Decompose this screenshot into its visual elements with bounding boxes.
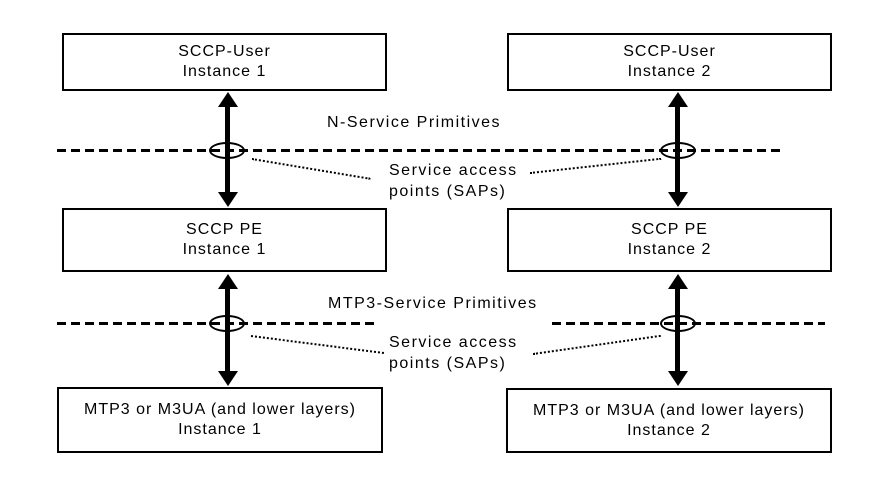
service-access-points-line2: points (SAPs)	[389, 355, 507, 372]
box-mtp3-instance-1: MTP3 or M3UA (and lower layers) Instance…	[57, 387, 383, 453]
box-instance: Instance 1	[182, 241, 267, 258]
box-title: SCCP PE	[631, 221, 708, 238]
service-access-points-line1: Service access	[389, 334, 518, 351]
box-instance: Instance 1	[178, 421, 262, 438]
arrowhead-up-icon	[668, 274, 688, 289]
arrowhead-up-icon	[218, 92, 238, 107]
n-service-primitives-label: N-Service Primitives	[327, 114, 502, 131]
box-sccp-user-instance-1: SCCP-User Instance 1	[62, 33, 387, 91]
arrowhead-down-icon	[668, 192, 688, 207]
box-sccp-pe-instance-2: SCCP PE Instance 2	[507, 208, 832, 272]
arrowhead-up-icon	[218, 274, 238, 289]
box-title: MTP3 or M3UA (and lower layers)	[84, 401, 356, 418]
arrowhead-down-icon	[218, 371, 238, 386]
box-title: SCCP PE	[186, 221, 263, 238]
sap-leader-line-lower-right	[532, 334, 661, 355]
sap-ellipse-upper-right	[660, 142, 696, 159]
box-instance: Instance 2	[627, 421, 711, 439]
box-sccp-pe-instance-1: SCCP PE Instance 1	[62, 208, 387, 272]
arrowhead-down-icon	[218, 192, 238, 207]
box-instance: Instance 1	[182, 63, 267, 80]
box-instance: Instance 2	[627, 241, 712, 258]
arrowhead-up-icon	[668, 92, 688, 107]
sap-ellipse-lower-right	[660, 315, 696, 332]
box-title: SCCP-User	[623, 43, 716, 60]
arrowhead-down-icon	[668, 371, 688, 386]
service-access-points-label-lower: Service access points (SAPs)	[389, 332, 518, 374]
sap-ellipse-upper-left	[209, 142, 245, 159]
sap-leader-line-lower-left	[250, 335, 385, 355]
box-title: SCCP-User	[178, 43, 271, 60]
box-sccp-user-instance-2: SCCP-User Instance 2	[507, 33, 832, 91]
sap-leader-line-upper-left	[251, 158, 371, 180]
sap-ellipse-lower-left	[209, 315, 245, 332]
sap-boundary-dashed-line-upper	[57, 149, 784, 152]
service-access-points-line2: points (SAPs)	[389, 183, 507, 200]
box-title: MTP3 or M3UA (and lower layers)	[533, 401, 805, 419]
box-instance: Instance 2	[627, 63, 712, 80]
sap-leader-line-upper-right	[529, 157, 662, 174]
box-mtp3-instance-2: MTP3 or M3UA (and lower layers) Instance…	[506, 388, 832, 453]
service-access-points-label-upper: Service access points (SAPs)	[389, 160, 518, 202]
mtp3-service-primitives-label: MTP3-Service Primitives	[328, 295, 538, 312]
service-access-points-line1: Service access	[389, 162, 518, 179]
